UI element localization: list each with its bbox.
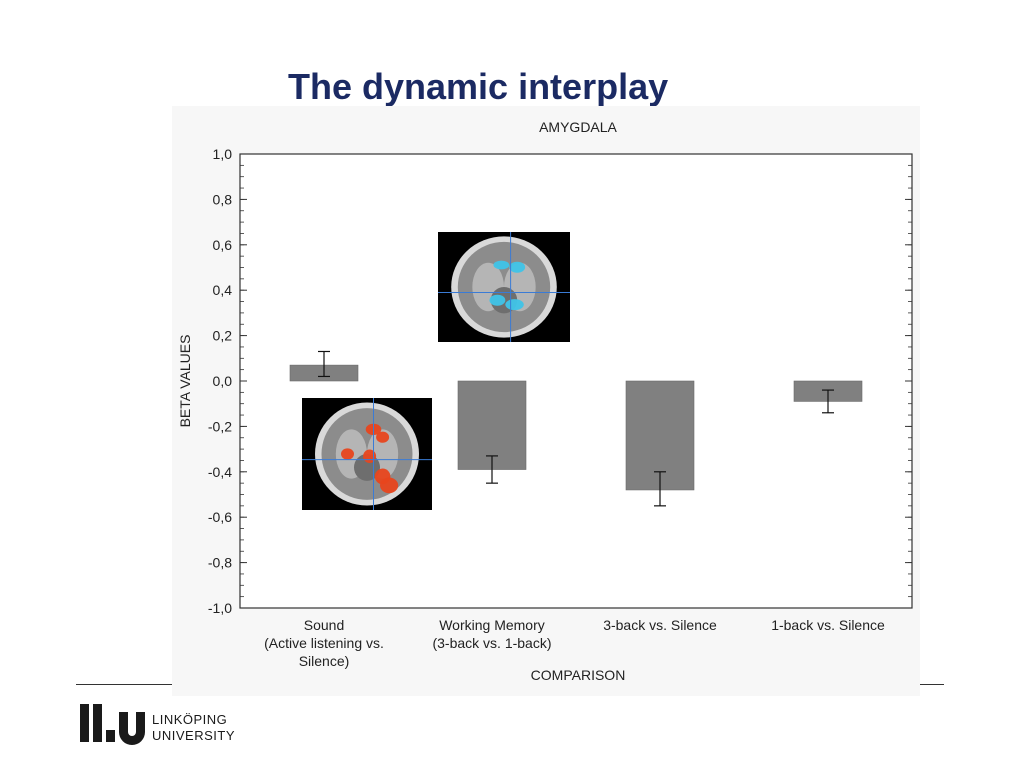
footer-divider-left [76,684,172,685]
chart-panel: AMYGDALA 1,0 0,8 0,6 0,4 0,2 0,0 -0,2 -0,4 -0,6 -0… [172,106,920,696]
activation-blob [493,260,510,270]
logo-text-line2: UNIVERSITY [152,728,236,743]
x-tick-label: Sound [304,617,344,633]
activation-blob [363,449,377,463]
slide-title: The dynamic interplay [288,66,669,107]
x-tick-label: Silence) [299,653,350,669]
activation-blob [489,294,506,306]
chart-title: AMYGDALA [539,119,617,135]
x-tick-label: (3-back vs. 1-back) [432,635,551,651]
logo-text-line1: LINKÖPING [152,712,228,727]
bar [457,380,527,470]
y-axis-label: BETA VALUES [177,335,193,428]
liu-logo-icon [80,704,145,745]
activation-blob [376,431,390,443]
y-tick-label: 1,0 [213,146,233,162]
bar-chart: AMYGDALA 1,0 0,8 0,6 0,4 0,2 0,0 -0,2 -0,4 -0,6 -0… [177,119,913,683]
y-tick-label: -0,2 [208,418,232,434]
activation-blob [380,477,399,494]
y-tick-label: -0,4 [208,464,232,480]
brain-slice-positive-activation [302,398,432,510]
y-tick-label: -1,0 [208,600,232,616]
x-axis-label: COMPARISON [531,667,626,683]
y-tick-label: 0,0 [213,373,233,389]
x-tick-label: Working Memory [439,617,545,633]
activation-blob [341,448,354,460]
x-tick-label: 1-back vs. Silence [771,617,885,633]
y-tick-label: 0,4 [213,282,233,298]
brain-slice-negative-activation [438,232,570,342]
y-tick-label: -0,8 [208,555,232,571]
activation-blob [505,299,524,311]
x-tick-label: 3-back vs. Silence [603,617,717,633]
activation-blob [509,261,526,273]
y-tick-label: 0,2 [213,328,233,344]
y-tick-label: 0,8 [213,191,233,207]
x-tick-label: (Active listening vs. [264,635,384,651]
y-tick-label: -0,6 [208,509,232,525]
footer-divider-right [920,684,944,685]
y-tick-label: 0,6 [213,237,233,253]
